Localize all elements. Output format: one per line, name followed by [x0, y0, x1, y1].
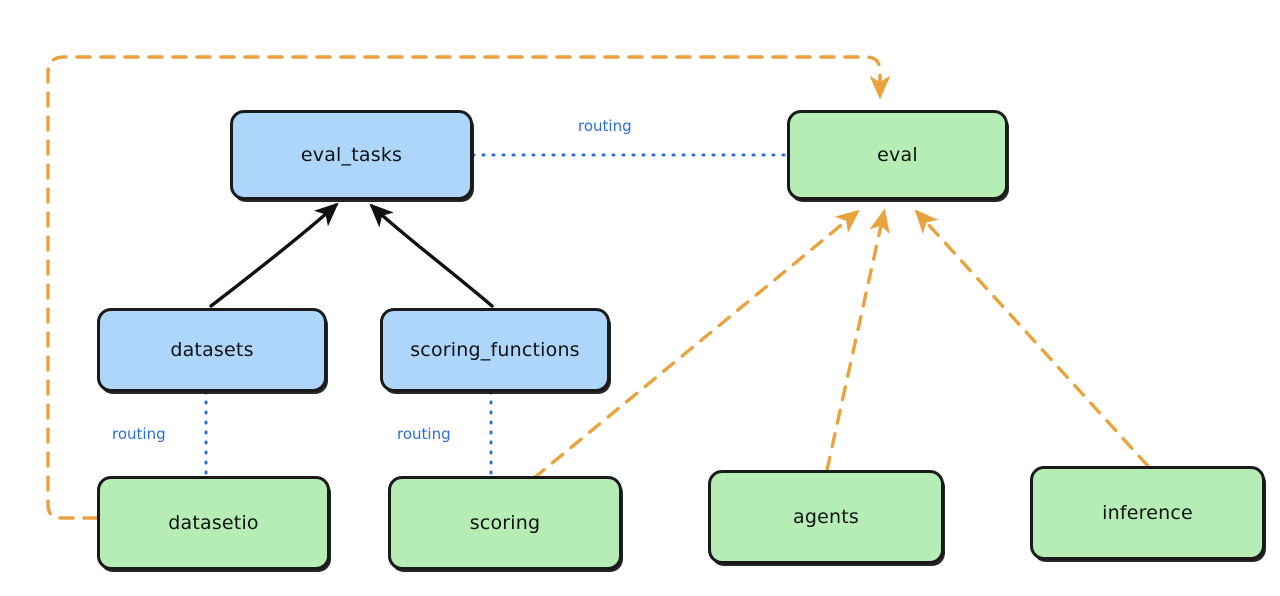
node-label-scoring: scoring — [469, 512, 541, 534]
edge-label-routing-datasets: routing — [112, 425, 166, 443]
node-label-datasetio: datasetio — [168, 512, 259, 534]
node-label-eval: eval — [877, 144, 918, 166]
edge-label-routing-eval: routing — [578, 117, 632, 135]
node-eval-tasks[interactable]: eval_tasks — [230, 110, 473, 200]
node-label-datasets: datasets — [170, 339, 254, 361]
edge-label-routing-scoring: routing — [397, 425, 451, 443]
node-label-agents: agents — [793, 506, 859, 528]
node-scoring[interactable]: scoring — [388, 476, 622, 570]
node-inference[interactable]: inference — [1030, 466, 1265, 560]
node-eval[interactable]: eval — [787, 110, 1008, 200]
node-label-inference: inference — [1102, 502, 1193, 524]
edge-inference-to-eval — [914, 209, 1150, 468]
edge-agents-to-eval — [825, 208, 890, 472]
node-datasetio[interactable]: datasetio — [97, 476, 330, 570]
node-label-eval-tasks: eval_tasks — [300, 144, 403, 166]
node-label-scoring-functions: scoring_functions — [410, 339, 580, 361]
node-datasets[interactable]: datasets — [97, 308, 327, 392]
edge-scoring-functions-to-eval-tasks — [369, 203, 494, 308]
node-agents[interactable]: agents — [708, 470, 944, 564]
edge-datasets-to-eval-tasks — [209, 202, 339, 308]
node-scoring-functions[interactable]: scoring_functions — [380, 308, 610, 392]
